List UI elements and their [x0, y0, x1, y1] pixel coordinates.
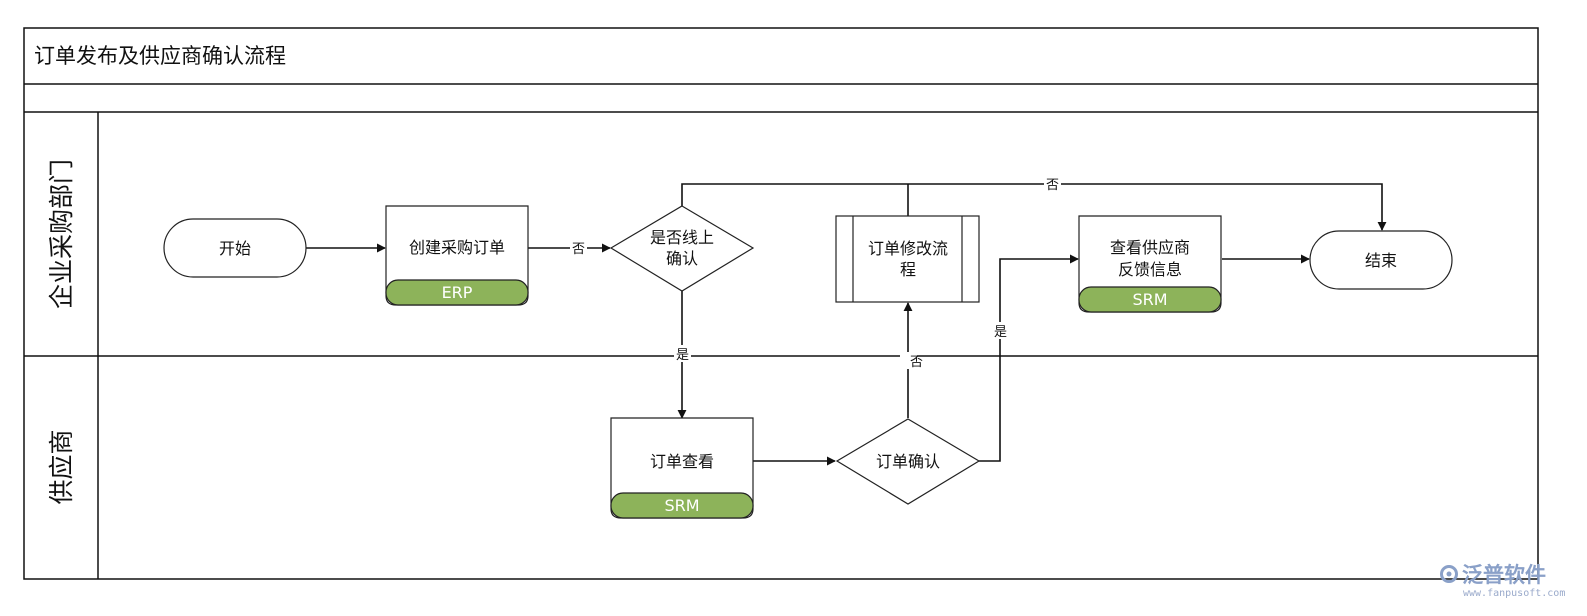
order-view-node: 订单查看 SRM — [610, 417, 754, 519]
edge-label-bg-no-2 — [1044, 176, 1061, 192]
order-confirm-decision — [835, 418, 981, 505]
edge-label-bg-yes-1 — [674, 345, 691, 362]
online-confirm-decision — [609, 205, 755, 292]
order-view-label: 订单查看 — [650, 452, 714, 471]
create-order-label: 创建采购订单 — [409, 238, 505, 257]
logo-name: 泛普软件 — [1462, 563, 1546, 587]
view-feedback-line1: 查看供应商 — [1110, 238, 1190, 257]
edge-label-bg-yes-2 — [992, 322, 1009, 339]
edge-label-confirm-modify: 否 — [910, 355, 923, 370]
edge-confirm-to-feedback — [979, 254, 1079, 462]
view-feedback-line2: 反馈信息 — [1118, 260, 1182, 279]
fanpu-logo: 泛普软件 www.fanpusoft.com — [1440, 563, 1565, 599]
create-order-tag: ERP — [442, 283, 473, 302]
logo-url: www.fanpusoft.com — [1463, 588, 1565, 599]
edge-label-bg-no-1 — [570, 239, 587, 256]
edge-label-confirm-feedback: 是 — [994, 325, 1007, 340]
view-feedback-tag: SRM — [1132, 290, 1167, 309]
lane-label-supplier: 供应商 — [47, 429, 76, 504]
edge-decision-to-end — [681, 183, 1387, 231]
lane-label-purchasing: 企业采购部门 — [47, 159, 76, 309]
online-confirm-line1: 是否线上 — [650, 228, 714, 247]
edge-label-decision-end: 否 — [1046, 178, 1059, 193]
order-view-tag: SRM — [664, 496, 699, 515]
end-node — [1309, 230, 1453, 290]
online-confirm-line2: 确认 — [666, 249, 698, 268]
edge-label-decision-view: 是 — [676, 348, 689, 363]
order-confirm-label: 订单确认 — [876, 452, 940, 471]
end-node-label: 结束 — [1365, 251, 1397, 270]
edge-label-create-decision: 否 — [572, 242, 585, 257]
order-modify-process: 订单修改流 程 — [835, 215, 980, 303]
create-order-node: 创建采购订单 ERP — [385, 205, 529, 306]
start-node — [163, 218, 307, 278]
logo-mark-icon — [1440, 565, 1458, 583]
edge-label-bg-no-3 — [900, 352, 917, 369]
order-modify-line1: 订单修改流 — [868, 239, 948, 258]
order-modify-line2: 程 — [900, 260, 916, 279]
diagram-frame — [23, 27, 1539, 580]
view-feedback-node: 查看供应商 反馈信息 SRM — [1078, 215, 1222, 313]
start-node-label: 开始 — [219, 239, 251, 258]
diagram-title: 订单发布及供应商确认流程 — [34, 44, 286, 68]
